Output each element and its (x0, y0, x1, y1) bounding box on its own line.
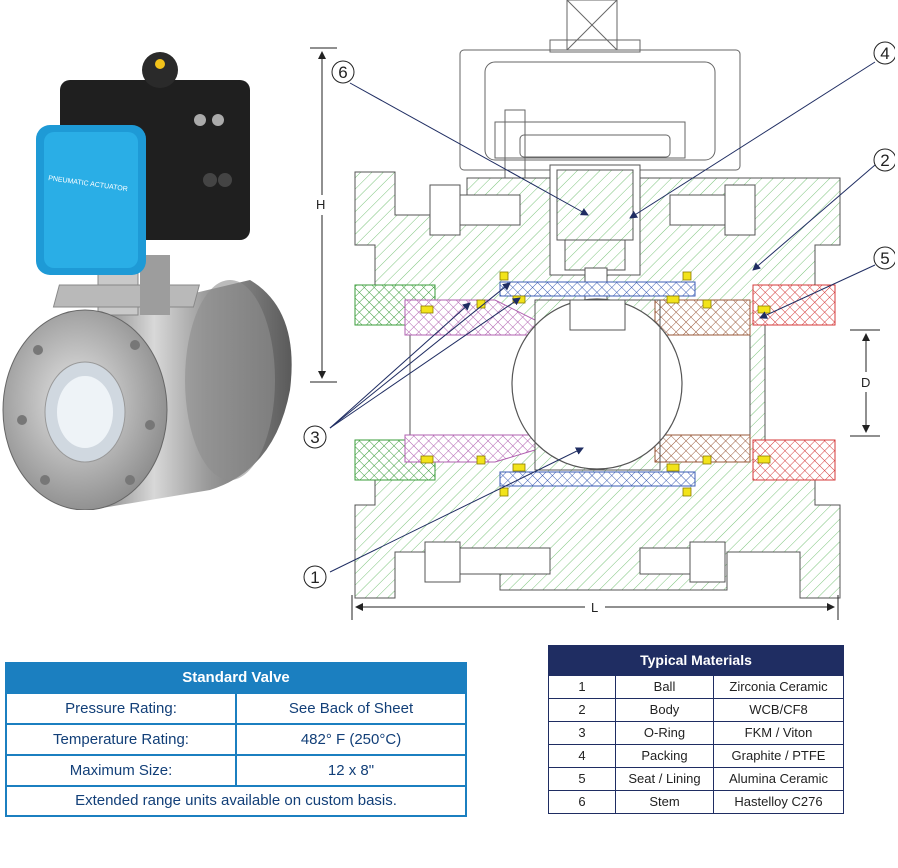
material-part: Stem (615, 791, 713, 813)
table-row: Pressure Rating: See Back of Sheet (7, 692, 465, 723)
spec-label: Pressure Rating: (65, 700, 177, 717)
material-num: 2 (578, 702, 586, 717)
leader-1 (329, 447, 584, 573)
typical-materials-title: Typical Materials (549, 646, 843, 675)
spec-label: Temperature Rating: (53, 731, 189, 748)
svg-text:5: 5 (880, 249, 889, 268)
callout-4: 4 (873, 41, 895, 65)
callout-2: 2 (873, 148, 895, 172)
leader-3c (329, 297, 521, 429)
spec-value: See Back of Sheet (235, 694, 465, 723)
leader-5 (759, 264, 876, 319)
material-name: Hastelloy C276 (713, 791, 843, 813)
ball-lining (499, 281, 696, 297)
material-name: Alumina Ceramic (713, 768, 843, 790)
material-name: Graphite / PTFE (713, 745, 843, 767)
spec-value: 12 x 8" (235, 756, 465, 785)
callout-5: 5 (873, 246, 895, 270)
ball (511, 298, 683, 470)
standard-valve-title: Standard Valve (7, 664, 465, 692)
spec-label: Maximum Size: (69, 762, 173, 779)
valve-photo: PNEUMATIC ACTUATOR (2, 52, 292, 510)
dimension-d (850, 329, 880, 437)
material-part: Seat / Lining (615, 768, 713, 790)
callout-3: 3 (303, 425, 327, 449)
bolts (424, 184, 756, 583)
leader-2 (752, 164, 876, 271)
material-part: Ball (615, 676, 713, 698)
leader-4 (629, 61, 876, 219)
leader-3b (329, 302, 471, 429)
seat-right (654, 299, 751, 336)
material-num: 4 (578, 748, 586, 763)
svg-text:1: 1 (310, 568, 319, 587)
material-num: 3 (578, 725, 586, 740)
material-num: 6 (578, 794, 586, 809)
dimension-l-label: L (591, 600, 598, 615)
table-row: Maximum Size: 12 x 8" (7, 754, 465, 785)
material-name: WCB/CF8 (713, 699, 843, 721)
material-num: 5 (578, 771, 586, 786)
material-part: Body (615, 699, 713, 721)
spec-value: 482° F (250°C) (235, 725, 465, 754)
leader-6 (349, 82, 589, 216)
liner-right (752, 284, 836, 326)
material-name: FKM / Viton (713, 722, 843, 744)
svg-text:3: 3 (310, 428, 319, 447)
callout-6: 6 (331, 60, 355, 84)
indicator-dome (142, 52, 178, 88)
svg-text:2: 2 (880, 151, 889, 170)
table-row: Temperature Rating: 482° F (250°C) (7, 723, 465, 754)
svg-text:6: 6 (338, 63, 347, 82)
leader-3a (329, 282, 511, 429)
svg-text:4: 4 (880, 44, 889, 63)
material-part: O-Ring (615, 722, 713, 744)
material-num: 1 (578, 679, 586, 694)
dimension-h-label: H (316, 197, 325, 212)
valve-cross-section: 6 4 2 5 3 1 H D L (303, 0, 895, 620)
material-name: Zirconia Ceramic (713, 676, 843, 698)
dimension-h (310, 47, 337, 383)
callout-1: 1 (303, 565, 327, 589)
standard-valve-table: Standard Valve Pressure Rating: See Back… (5, 662, 467, 817)
dimension-d-label: D (861, 375, 870, 390)
dimension-l (351, 595, 839, 620)
standard-valve-footer: Extended range units available on custom… (7, 785, 465, 815)
material-part: Packing (615, 745, 713, 767)
